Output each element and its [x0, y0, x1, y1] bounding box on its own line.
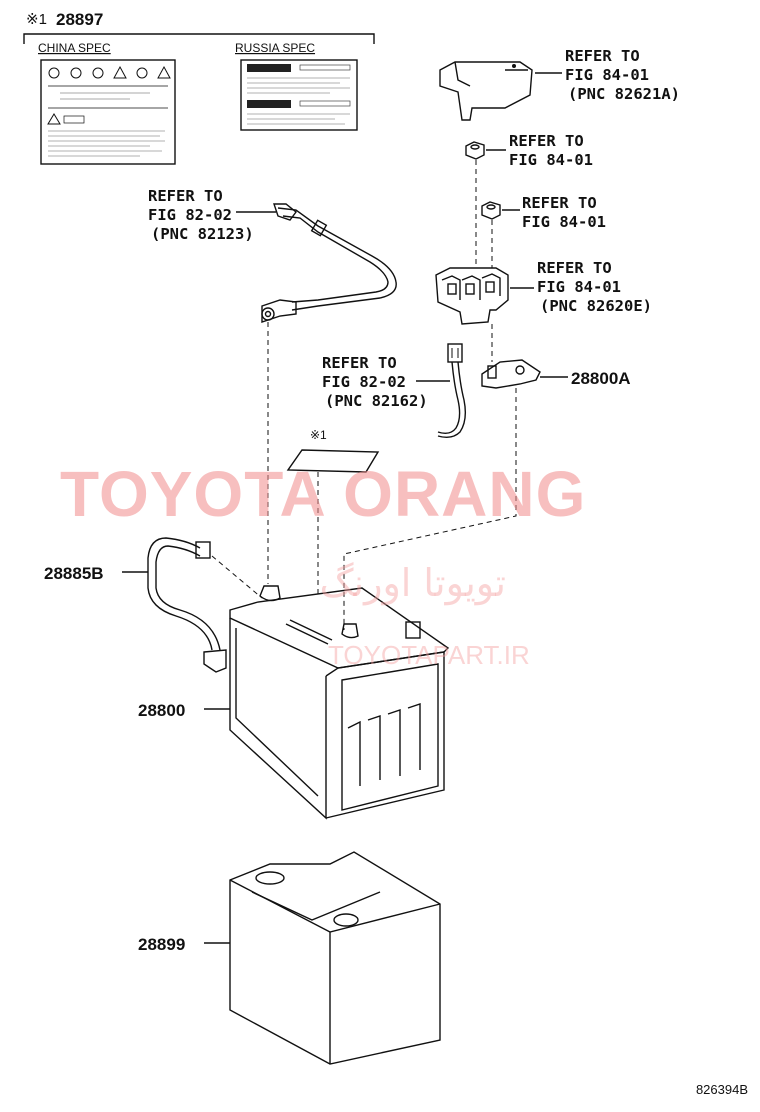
header-part-number: 28897: [56, 10, 103, 29]
callout-82162-line2: FIG 82-02: [322, 373, 406, 391]
callout-nut1-line1: REFER TO: [509, 132, 584, 150]
callout-nut1-line2: FIG 84-01: [509, 151, 593, 169]
callout-82621a-line2: FIG 84-01: [565, 66, 649, 84]
callout-82621a-line1: REFER TO: [565, 47, 640, 65]
callout-82123-line2: FIG 82-02: [148, 206, 232, 224]
battery-28800-part: [229, 585, 450, 820]
callout-82620e-line2: FIG 84-01: [537, 278, 621, 296]
header-mark: ※1: [26, 11, 47, 28]
callout-82123-line1: REFER TO: [148, 187, 223, 205]
fuse-block-part: [435, 267, 509, 325]
caution-label-part: [286, 449, 380, 473]
terminal-28800a-part: [481, 359, 541, 389]
nut-part-1: [465, 141, 485, 160]
callout-82162-line1: REFER TO: [322, 354, 397, 372]
header-bracket: [23, 33, 375, 44]
callout-82620e-line1: REFER TO: [537, 259, 612, 277]
watermark-url: TOYOTAPART.IR: [328, 640, 530, 670]
russia-spec-title: RUSSIA SPEC: [235, 41, 315, 55]
callout-82620e-line3: (PNC 82620E): [540, 297, 652, 315]
watermark-persian: تویوتا اورنگ: [320, 561, 507, 606]
part-28800-label: 28800: [138, 701, 185, 720]
callout-nut2-line2: FIG 84-01: [522, 213, 606, 231]
part-28899-label: 28899: [138, 935, 185, 954]
china-spec-title: CHINA SPEC: [38, 41, 111, 55]
watermark-main: TOYOTA ORANG: [60, 458, 586, 530]
callout-nut2-line1: REFER TO: [522, 194, 597, 212]
callout-82162-line3: (PNC 82162): [325, 392, 428, 410]
china-spec-label-image: [40, 59, 176, 165]
russia-spec-label-image: [240, 59, 358, 131]
figure-code: 826394B: [696, 1082, 748, 1097]
part-28885b-label: 28885B: [44, 564, 104, 583]
vent-hose-part: [147, 537, 227, 673]
part-28800a-label: 28800A: [571, 369, 631, 388]
callout-82621a-line3: (PNC 82621A): [568, 85, 680, 103]
positive-cable-part: [261, 203, 397, 323]
fuse-cover-part: [439, 61, 533, 121]
battery-tray-part: [229, 851, 441, 1065]
nut-part-2: [481, 201, 501, 220]
label-mark: ※1: [310, 428, 327, 442]
callout-82123-line3: (PNC 82123): [151, 225, 254, 243]
sensor-wire-part: [437, 343, 467, 439]
